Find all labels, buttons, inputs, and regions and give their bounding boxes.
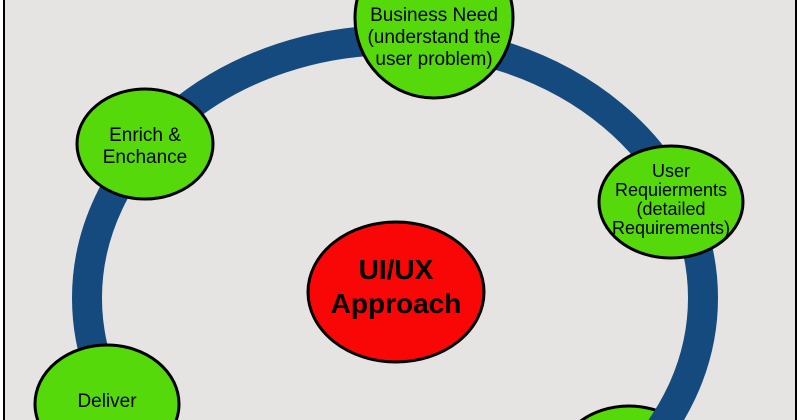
hub-circle xyxy=(306,220,486,364)
node-circle-enrich-enhance xyxy=(75,87,215,201)
node-label-user-requirements: User Requierments (detailed Requirements… xyxy=(611,161,731,238)
node-circle-user-requirements xyxy=(597,144,745,260)
node-circle-business-need xyxy=(353,0,515,100)
node-circle-deliver xyxy=(33,343,181,420)
node-label-business-need: Business Need (understand the user probl… xyxy=(367,5,501,70)
hub-label: UI/UX Approach xyxy=(330,254,462,319)
node-label-deliver: Deliver xyxy=(77,391,137,412)
node-label-enrich-enhance: Enrich & Enchance xyxy=(102,125,188,168)
